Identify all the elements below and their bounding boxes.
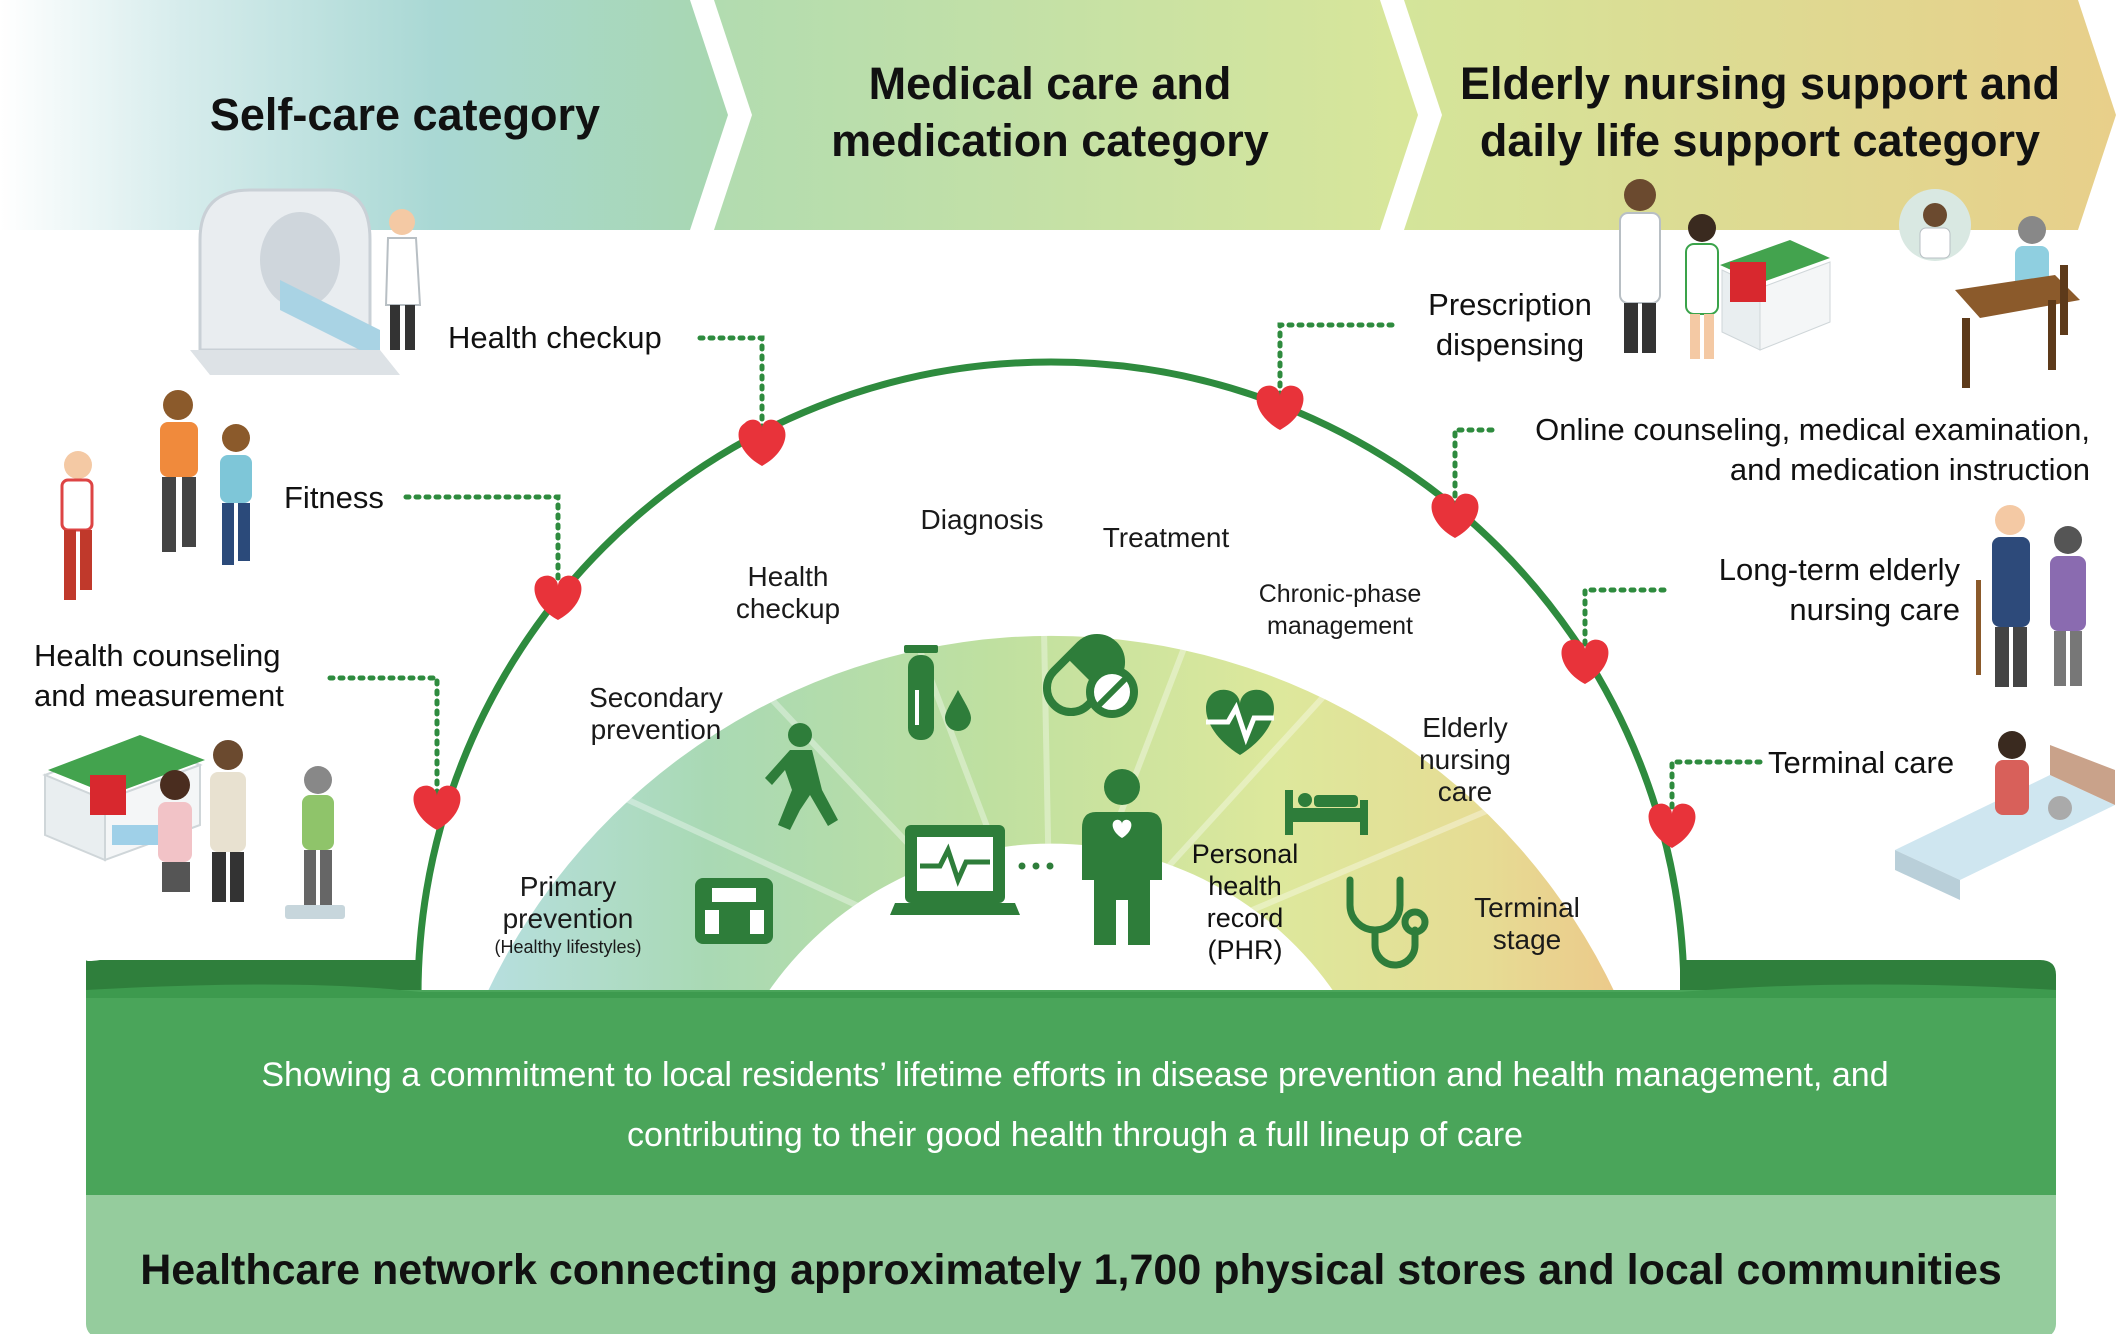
blood-drop-icon	[945, 690, 971, 731]
bed-icon	[1285, 790, 1368, 835]
connector-long-term	[1582, 587, 1667, 653]
network-band	[86, 1160, 2056, 1334]
person-icon	[1082, 769, 1162, 945]
stage-label-diagnosis: Diagnosis	[920, 504, 1044, 535]
stage-label-treatment: Treatment	[1102, 522, 1230, 553]
pharmacy-store-illustration	[42, 735, 205, 862]
stage-label-health-checkup: Health checkup	[735, 561, 841, 624]
stage-primary-title: Primary prevention	[502, 871, 634, 934]
terminal-care-illustration	[1895, 731, 2115, 900]
mri-machine-illustration	[190, 188, 400, 375]
fitness-illustration	[60, 390, 252, 600]
header-arrow-medical	[714, 0, 1418, 230]
heartbeat-icon	[1206, 689, 1274, 755]
stage-label-chronic: Chronic-phase management	[1258, 580, 1422, 640]
service-label-health-checkup: Health checkup	[448, 320, 662, 355]
connector-fitness	[403, 494, 561, 588]
outer-arc	[414, 358, 1688, 996]
connector-prescription	[1277, 322, 1395, 398]
pill-icon	[1042, 633, 1138, 718]
phr-label: Personal health record (PHR)	[1191, 839, 1299, 965]
connector-health-checkup	[697, 335, 765, 433]
pharmacy-store-right-illustration	[1720, 240, 1831, 351]
body-scale-icon	[695, 878, 773, 944]
service-label-terminal: Terminal care	[1768, 745, 1955, 780]
category-title-medical: Medical care and medication category	[831, 58, 1269, 166]
header-arrow-self-care	[0, 0, 728, 230]
commitment-banner	[86, 990, 2056, 1195]
stage-label-primary: Primary prevention (Healthy lifestyles)	[493, 871, 643, 959]
stethoscope-icon	[1346, 876, 1429, 969]
connector-health-counseling	[327, 675, 440, 798]
category-title-elderly: Elderly nursing support and daily life s…	[1459, 58, 2061, 166]
elderly-couple-illustration	[1976, 505, 2086, 687]
stage-primary-subtitle: (Healthy lifestyles)	[494, 937, 642, 957]
service-label-prescription: Prescription dispensing	[1428, 287, 1592, 362]
service-label-fitness: Fitness	[284, 480, 384, 515]
service-label-health-counseling: Health counseling and measurement	[34, 638, 284, 713]
online-consultation-illustration	[1899, 189, 2080, 388]
banner-top-edge	[86, 984, 2056, 998]
pharmacist-illustration	[1619, 179, 1719, 359]
walking-icon	[765, 723, 838, 830]
doctor-illustration	[384, 209, 422, 350]
header-arrow-elderly	[1404, 0, 2116, 230]
commitment-text: Showing a commitment to local residents’…	[261, 1056, 1889, 1154]
service-label-online: Online counseling, medical examination, …	[1535, 412, 2090, 487]
stage-label-secondary: Secondary prevention	[589, 682, 723, 745]
connector-terminal	[1669, 759, 1763, 813]
counseling-people-illustration	[158, 740, 345, 919]
network-text: Healthcare network connecting approximat…	[140, 1246, 2002, 1294]
stage-label-elderly: Elderly nursing care	[1419, 712, 1511, 807]
service-label-long-term: Long-term elderly nursing care	[1718, 552, 1960, 627]
test-tube-icon	[904, 645, 938, 740]
monitor-icon	[890, 825, 1054, 915]
connector-online	[1452, 427, 1495, 508]
category-title-self-care: Self-care category	[209, 89, 601, 140]
stage-label-terminal: Terminal stage	[1474, 892, 1580, 955]
